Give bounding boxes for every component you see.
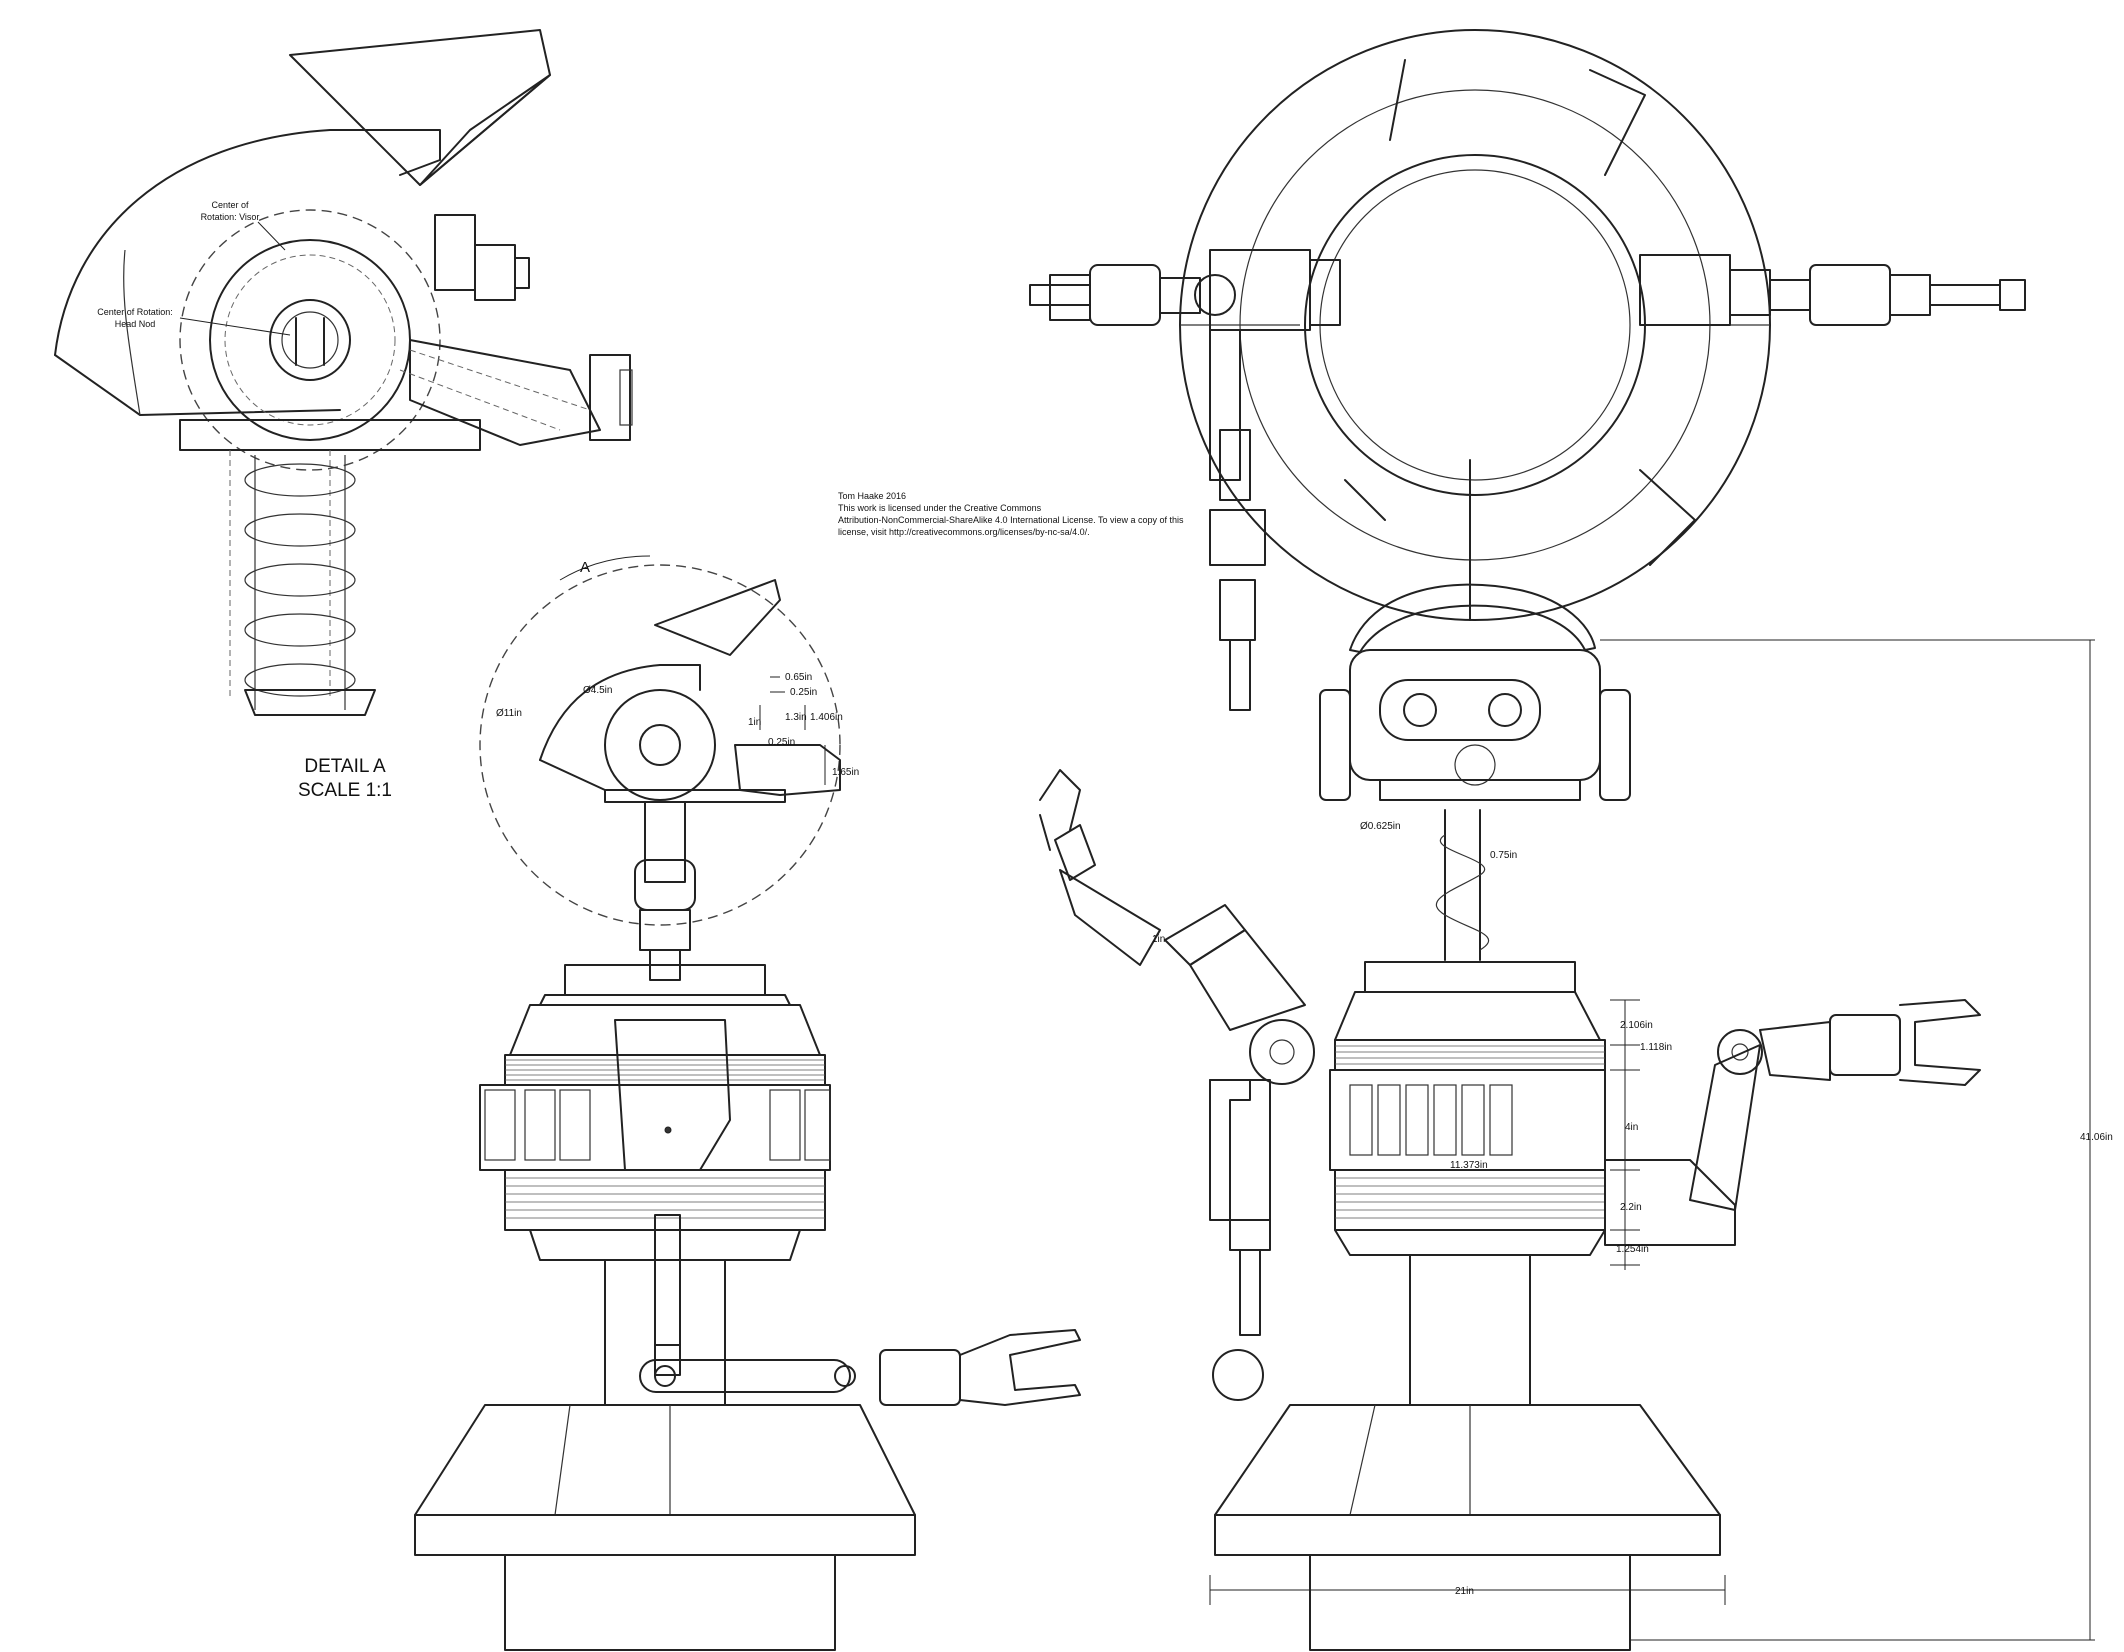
- dim-2-106in: 2.106in: [1620, 1020, 1653, 1031]
- dim-0-25in-b: 0.25in: [768, 737, 795, 748]
- dim-0-25in-a: 0.25in: [790, 687, 817, 698]
- dim-1-118in: 1.118in: [1640, 1042, 1672, 1053]
- visor-center-label-2: Rotation: Visor: [201, 212, 260, 222]
- dim-1in-arm: 1in: [1152, 934, 1165, 945]
- front-view: A: [414, 555, 1081, 1651]
- detail-scale: SCALE 1:1: [298, 780, 392, 801]
- top-view: [1029, 29, 2026, 711]
- dim-4in: 4in: [1625, 1122, 1638, 1133]
- head-center-label-2: Head Nod: [115, 319, 156, 329]
- dim-1in: 1in: [748, 717, 761, 728]
- dim-0-75in: 0.75in: [1490, 850, 1517, 861]
- dim-1-254in: 1.254in: [1616, 1244, 1649, 1255]
- dim-dia-4-5in: Ø4.5in: [583, 685, 612, 696]
- dim-1-406in: 1.406in: [810, 712, 843, 723]
- side-view: Ø0.625in 0.75in 1in: [1039, 583, 2113, 1651]
- credit-line-1: Tom Haake 2016: [838, 491, 906, 501]
- detail-title: DETAIL A: [304, 756, 386, 777]
- dim-dia-0-625in: Ø0.625in: [1360, 821, 1401, 832]
- dim-1-65in: 1.65in: [832, 767, 859, 778]
- dim-21in: 21in: [1455, 1586, 1474, 1597]
- dim-41-06in: 41.06in: [2080, 1132, 2113, 1143]
- credit-block: Tom Haake 2016 This work is licensed und…: [838, 491, 1184, 537]
- visor-center-label-1: Center of: [211, 200, 249, 210]
- dim-0-65in: 0.65in: [785, 672, 812, 683]
- head-center-label-1: Center of Rotation:: [97, 307, 173, 317]
- credit-line-2: This work is licensed under the Creative…: [838, 503, 1042, 513]
- dim-11-373in: 11.373in: [1450, 1160, 1488, 1171]
- detail-a-head-view: Center of Rotation: Visor Center of Rota…: [54, 29, 633, 801]
- dim-1-3in: 1.3in: [785, 712, 807, 723]
- dim-dia-11in: Ø11in: [496, 708, 522, 719]
- credit-line-4: license, visit http://creativecommons.or…: [838, 527, 1090, 537]
- credit-line-3: Attribution-NonCommercial-ShareAlike 4.0…: [838, 515, 1184, 525]
- detail-marker: A: [580, 559, 590, 576]
- dim-2-2in: 2.2in: [1620, 1202, 1642, 1213]
